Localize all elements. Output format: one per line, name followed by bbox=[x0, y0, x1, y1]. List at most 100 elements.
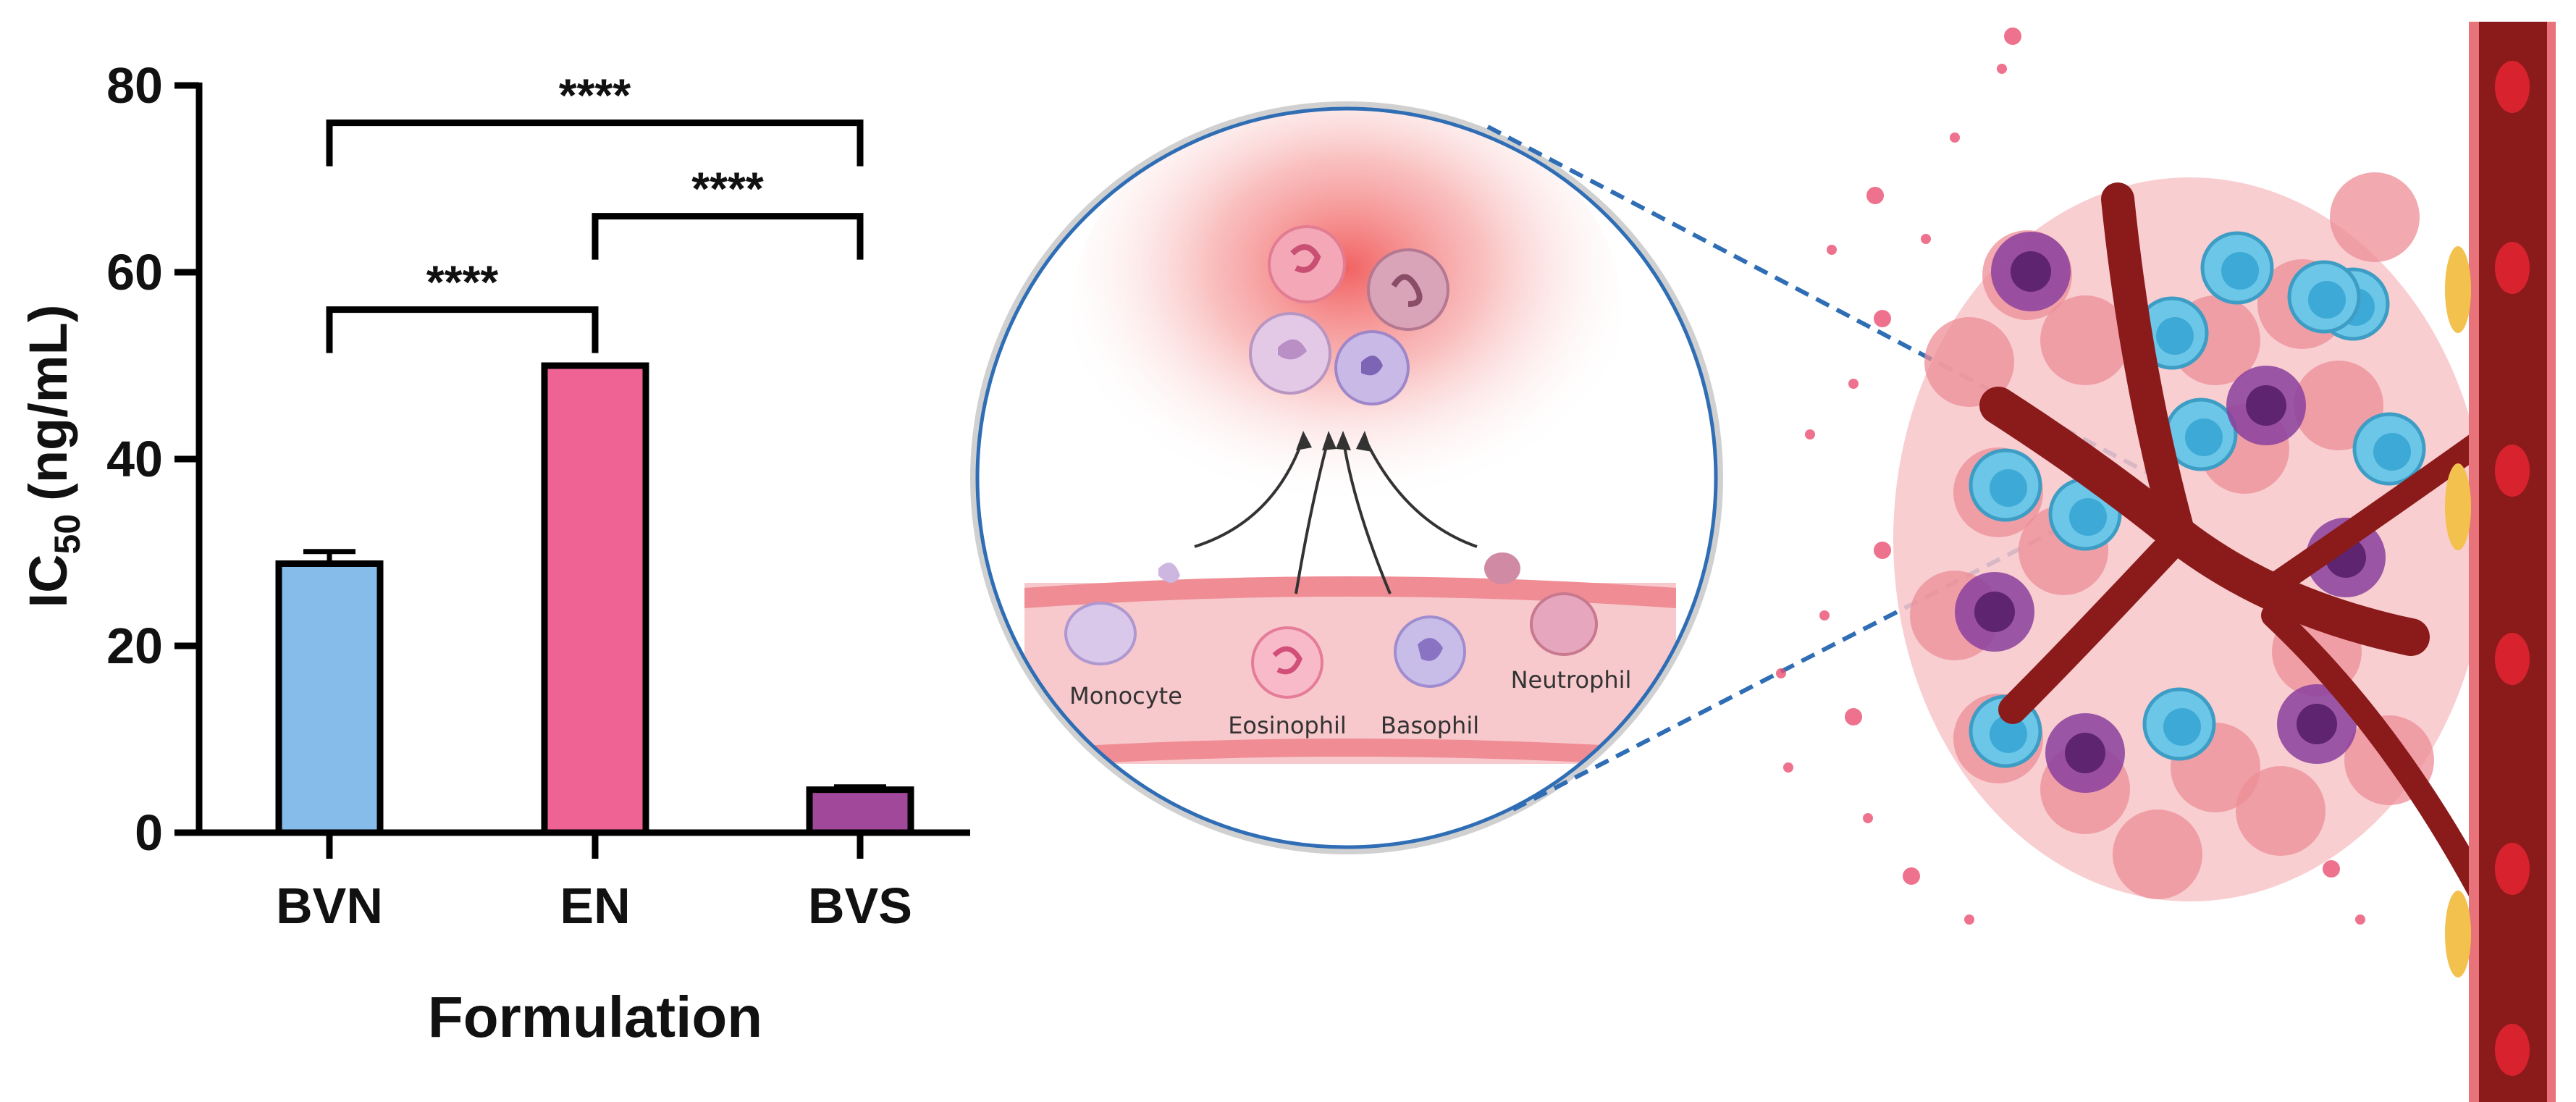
cell-nucleus bbox=[1418, 638, 1443, 661]
red-blood-cell bbox=[2495, 242, 2530, 294]
vessel-wall-bottom bbox=[1024, 739, 1676, 767]
y-axis: 0 20 40 60 80 bbox=[106, 57, 203, 861]
migration-arrow bbox=[1363, 437, 1478, 548]
particle bbox=[2004, 28, 2021, 45]
x-tick-label: BVN bbox=[276, 878, 383, 934]
cell-neutrophil-migrated bbox=[1367, 248, 1449, 331]
particle bbox=[2323, 860, 2340, 878]
bars-group bbox=[275, 362, 914, 836]
immune-cell-nucleus bbox=[1990, 469, 2027, 507]
particle bbox=[1903, 867, 1920, 885]
cell-nucleus bbox=[1391, 274, 1423, 307]
label-neutrophil: Neutrophil bbox=[1511, 666, 1632, 694]
y-axis-label-main: IC bbox=[18, 554, 78, 607]
bar-bvn bbox=[275, 560, 384, 836]
cell-eosinophil bbox=[1251, 626, 1323, 699]
red-blood-cell bbox=[2495, 843, 2530, 895]
vessel-branch bbox=[2250, 422, 2503, 606]
y-axis-label-unit: (ng/mL) bbox=[18, 305, 78, 501]
particle bbox=[1950, 133, 1960, 143]
migration-arrow bbox=[1342, 437, 1392, 594]
y-tick-label: 40 bbox=[106, 431, 163, 487]
tissue-cell bbox=[2113, 809, 2202, 899]
circle-border bbox=[975, 106, 1718, 849]
tissue-illustration bbox=[1776, 22, 2556, 1102]
bar-en bbox=[541, 362, 649, 836]
main-vessel-wall bbox=[2547, 22, 2556, 1102]
y-tick-label: 80 bbox=[106, 57, 163, 114]
significance-label: **** bbox=[559, 70, 631, 122]
red-blood-cell bbox=[2495, 445, 2530, 497]
y-tick-label: 0 bbox=[135, 804, 163, 861]
cell-neutrophil bbox=[1530, 592, 1598, 656]
magnified-view: Monocyte Eosinophil Basophil Neutrophil bbox=[970, 101, 1723, 854]
particle bbox=[1997, 64, 2007, 74]
pericyte bbox=[2445, 463, 2471, 550]
cell-monocyte-pseudopod bbox=[1158, 563, 1180, 583]
immune-cell-nucleus bbox=[2297, 704, 2337, 744]
particle bbox=[1783, 762, 1793, 773]
pericyte bbox=[2445, 891, 2471, 977]
bar-chart: 0 20 40 60 80 BVN EN BVS **** **** **** IC50 (ng/… bbox=[18, 57, 970, 1049]
particle bbox=[1874, 310, 1891, 327]
x-tick-label: EN bbox=[560, 878, 630, 934]
significance-label: **** bbox=[426, 256, 499, 308]
particle bbox=[1921, 234, 1931, 244]
immune-cell-nucleus bbox=[2156, 317, 2194, 355]
cell-nucleus bbox=[1290, 244, 1321, 273]
tissue-cells bbox=[1910, 172, 2434, 899]
main-vessel bbox=[2469, 22, 2556, 1102]
immune-cell-nucleus bbox=[2185, 418, 2223, 456]
migration-arrow bbox=[1295, 437, 1330, 594]
x-axis-label: Formulation bbox=[428, 985, 762, 1049]
main-vessel-wall bbox=[2469, 22, 2479, 1102]
arrow-head bbox=[1336, 431, 1351, 450]
inflammation-glow bbox=[1072, 109, 1622, 529]
red-blood-cell bbox=[2495, 1024, 2530, 1076]
label-eosinophil: Eosinophil bbox=[1228, 712, 1347, 739]
y-tick-label: 60 bbox=[106, 244, 163, 300]
significance-bracket bbox=[326, 119, 864, 167]
particle bbox=[1776, 668, 1786, 678]
pericyte bbox=[2445, 246, 2471, 333]
cell-monocyte bbox=[1064, 602, 1137, 665]
particle bbox=[1874, 542, 1891, 559]
immune-cell-nucleus bbox=[2163, 708, 2201, 746]
particle bbox=[1845, 708, 1862, 725]
vessel-branch bbox=[1998, 521, 2194, 724]
significance-label: **** bbox=[691, 163, 764, 215]
particle bbox=[1819, 610, 1830, 621]
y-axis-label-sub: 50 bbox=[47, 514, 88, 555]
particle bbox=[1964, 914, 1974, 925]
arrow-head bbox=[1356, 431, 1372, 452]
particle bbox=[2355, 914, 2365, 925]
x-tick-label: BVS bbox=[808, 878, 912, 934]
significance-bracket bbox=[326, 306, 599, 353]
significance-brackets: **** **** **** bbox=[326, 70, 864, 353]
label-basophil: Basophil bbox=[1381, 712, 1479, 739]
red-blood-cells bbox=[2495, 61, 2530, 1076]
cell-neutrophil-pseudopod bbox=[1484, 552, 1520, 584]
vessel-branch bbox=[2101, 182, 2196, 552]
immune-cell-nucleus bbox=[1974, 592, 2015, 632]
particle bbox=[1848, 379, 1859, 389]
cell-nucleus bbox=[1272, 646, 1302, 675]
label-monocyte: Monocyte bbox=[1069, 682, 1182, 710]
immune-cell-nucleus bbox=[1990, 715, 2027, 753]
cell-nucleus bbox=[1278, 339, 1307, 360]
immune-cell-nucleus bbox=[2069, 498, 2107, 536]
cell-nucleus bbox=[1361, 356, 1383, 376]
migration-arrow bbox=[1194, 437, 1305, 548]
particle bbox=[1866, 187, 1884, 204]
tissue-cell bbox=[1924, 317, 2014, 407]
immune-cell-nucleus bbox=[2246, 385, 2286, 426]
tissue-cell bbox=[2236, 766, 2325, 856]
scattered-particles bbox=[1776, 28, 2365, 925]
y-tick-label: 20 bbox=[106, 618, 163, 674]
tissue-cell bbox=[2330, 172, 2420, 262]
arrow-head bbox=[1322, 431, 1337, 450]
immune-cell-nucleus bbox=[2011, 251, 2051, 292]
tissue-cell bbox=[2040, 295, 2130, 385]
cell-eosinophil-migrated bbox=[1268, 225, 1346, 303]
